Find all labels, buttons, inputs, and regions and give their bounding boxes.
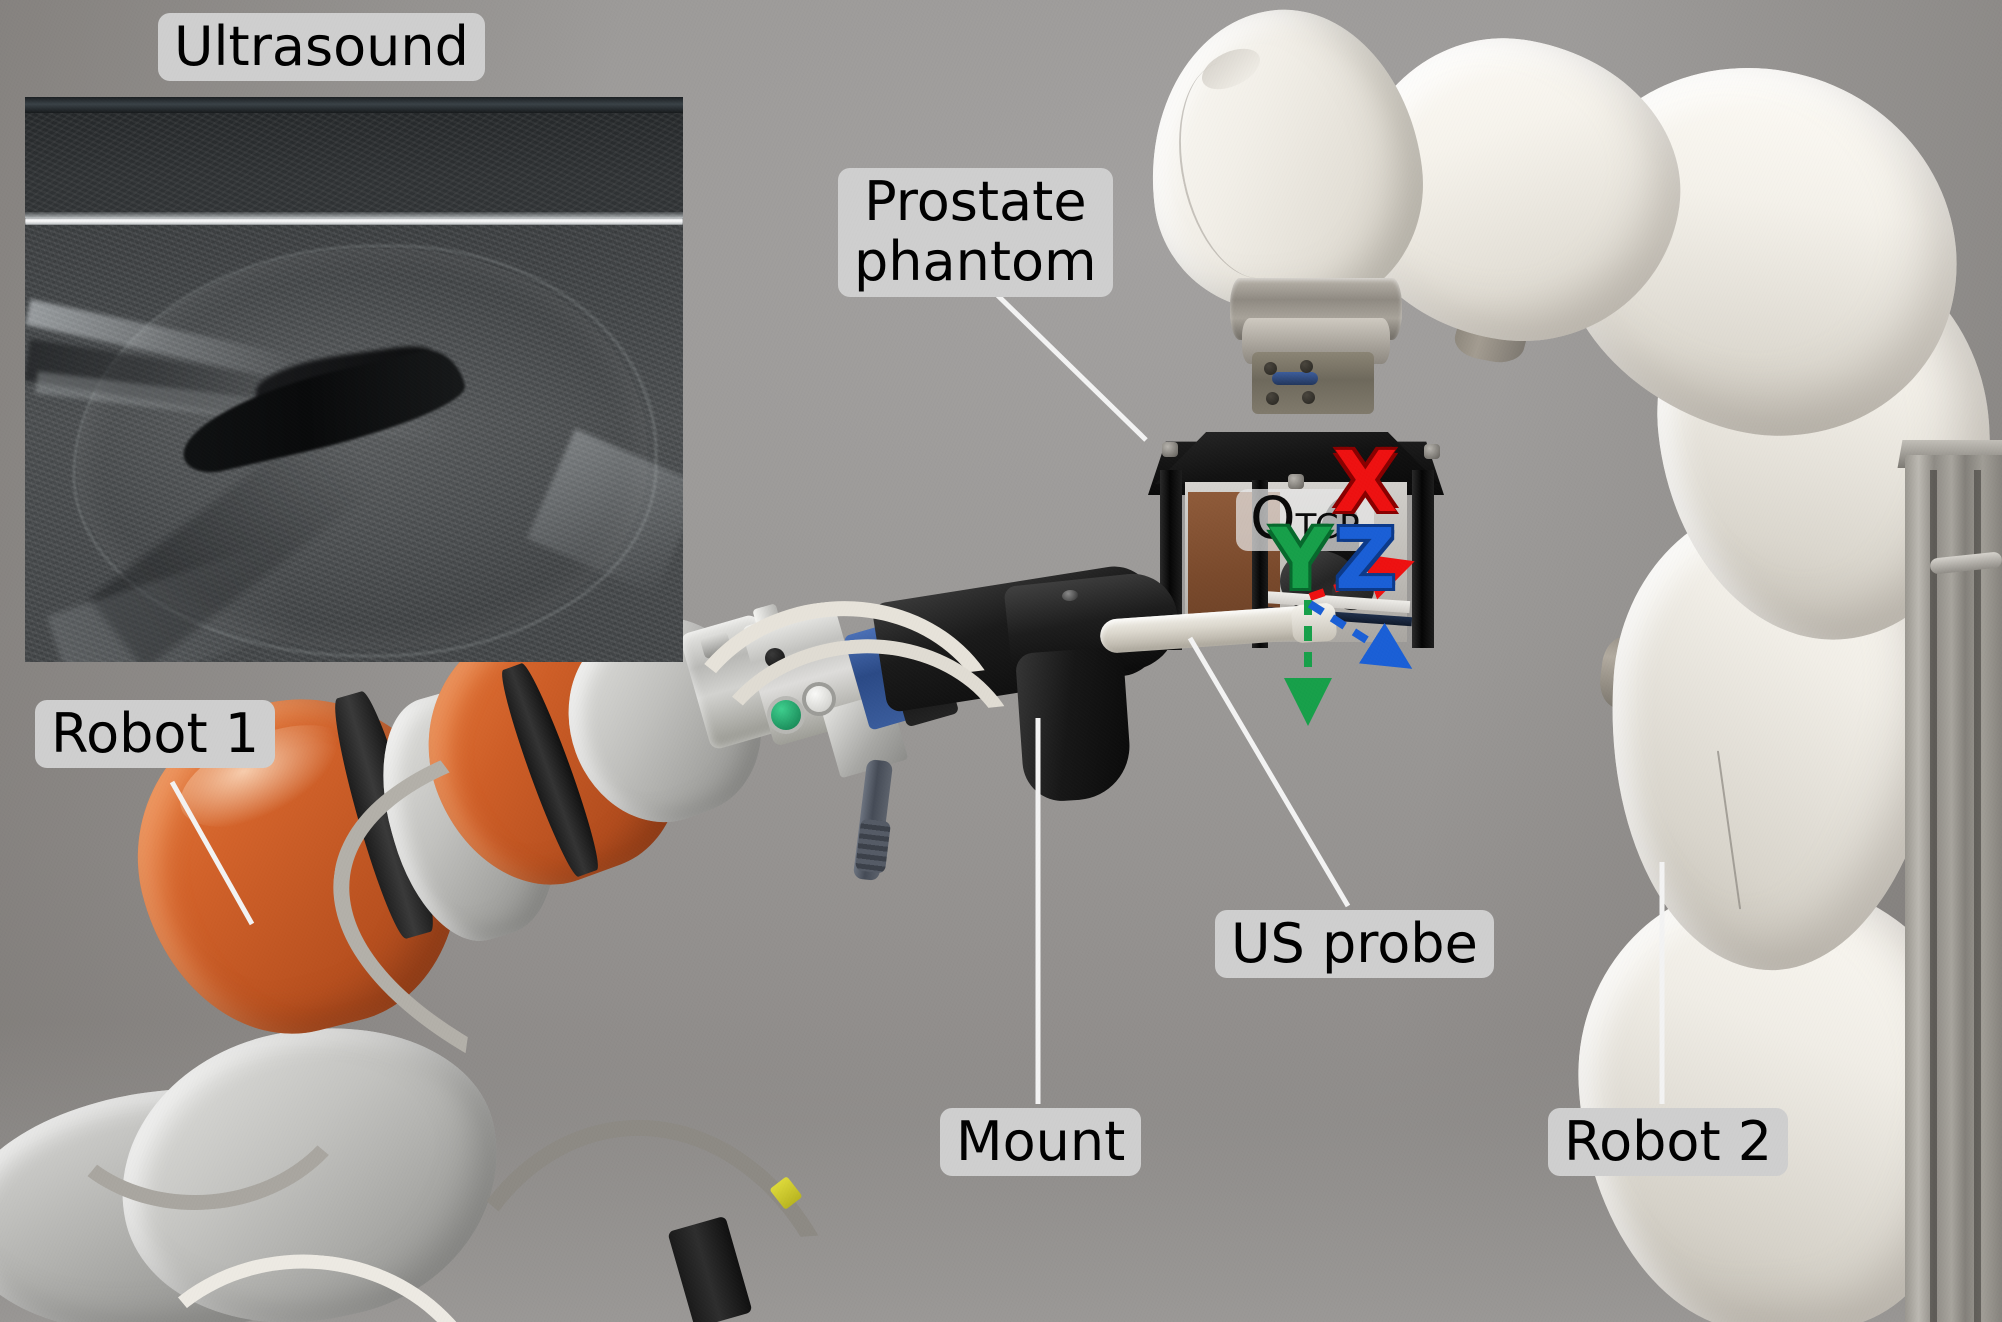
z-axis-arrow [1307, 600, 1413, 669]
us-prostate-capsule [73, 245, 657, 657]
ultrasound-inset [25, 97, 683, 662]
phantom-screw-top-right [1424, 444, 1440, 459]
label-robot-1: Robot 1 [35, 700, 276, 769]
phantom-post-right [1412, 470, 1434, 648]
x-axis-arrow [1308, 554, 1415, 601]
phantom-screw-top-left [1162, 442, 1178, 457]
y-axis-label: Y [1270, 510, 1331, 608]
tcp-origin-symbol: O [1250, 484, 1296, 552]
x-axis-label: X [1333, 433, 1398, 531]
stand-groove-left [1930, 470, 1937, 1322]
label-ultrasound: Ultrasound [158, 13, 485, 82]
label-robot-2: Robot 2 [1548, 1108, 1789, 1177]
robot-2-tool-blue-marker [1272, 372, 1318, 385]
phantom-screw-top-middle [1288, 474, 1304, 489]
robot-2-tool-bolt-holes [1262, 358, 1362, 408]
label-us-probe: US probe [1215, 910, 1494, 979]
sensor-button-black[interactable] [765, 648, 785, 668]
sensor-button-white[interactable] [806, 686, 832, 712]
z-axis-label: Z [1335, 510, 1396, 608]
sensor-button-green[interactable] [771, 700, 801, 730]
stand-groove-right [1974, 470, 1981, 1322]
us-interface-glow [25, 212, 683, 218]
stand-column [1905, 455, 2002, 1322]
label-mount: Mount [940, 1108, 1142, 1177]
us-probe-surface-band [25, 97, 683, 113]
tcp-origin-label: O TCP [1236, 484, 1375, 552]
tcp-origin-subscript: TCP [1295, 507, 1361, 547]
us-tissue-interface [25, 218, 683, 225]
label-prostate-phantom: Prostate phantom [838, 168, 1113, 297]
us-near-field [25, 113, 683, 223]
